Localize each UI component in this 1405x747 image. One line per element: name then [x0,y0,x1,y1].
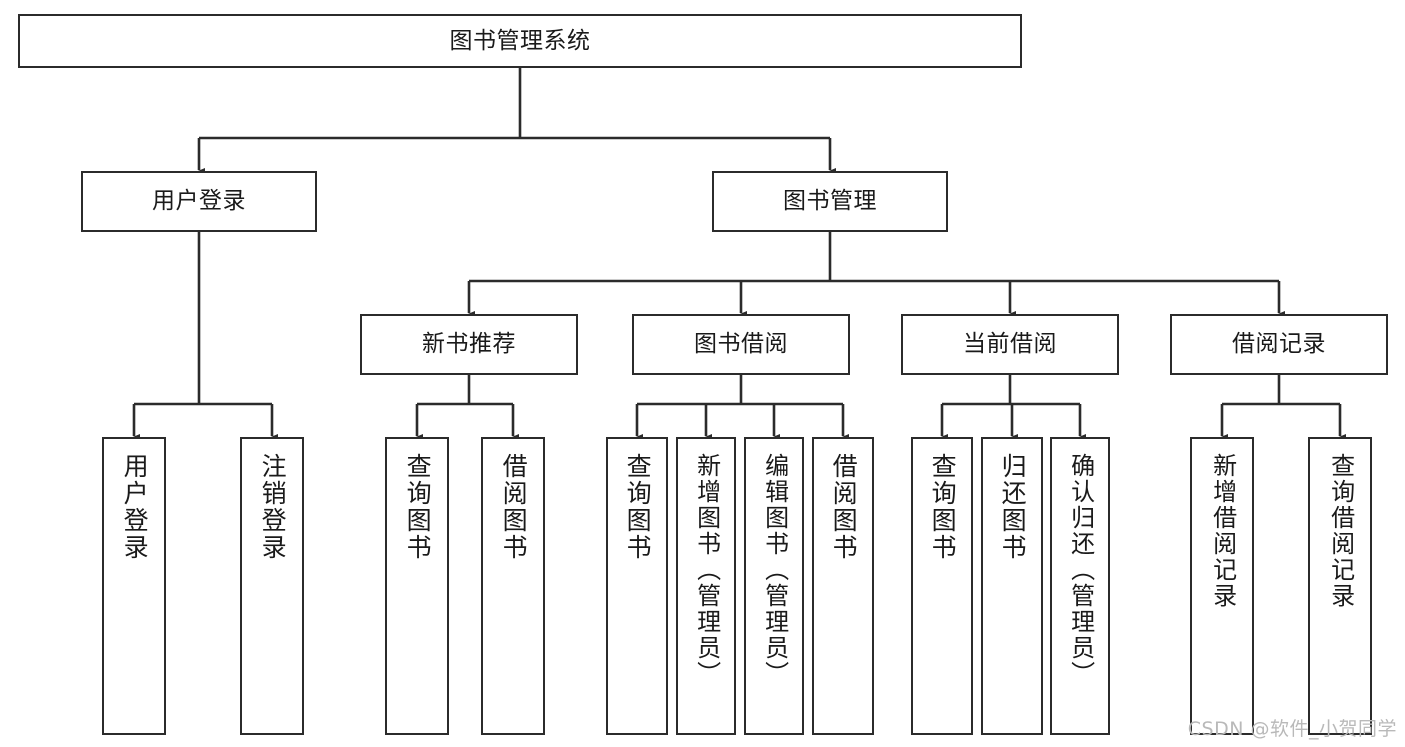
node-label: 借阅记录 [1232,331,1326,358]
node-root[interactable]: 图书管理系统 [18,14,1022,68]
node-leaf8[interactable]: 借阅图书 [812,437,874,735]
node-label: 当前借阅 [963,331,1057,358]
node-leaf10[interactable]: 归还图书 [981,437,1043,735]
node-login[interactable]: 用户登录 [81,171,317,232]
node-leaf11[interactable]: 确认归还（管理员） [1050,437,1110,735]
node-label: 图书借阅 [694,331,788,358]
node-leaf12[interactable]: 新增借阅记录 [1190,437,1254,735]
node-label: 图书管理 [783,188,877,215]
node-label: 归还图书 [998,453,1028,561]
node-current[interactable]: 当前借阅 [901,314,1119,375]
node-borrow[interactable]: 图书借阅 [632,314,850,375]
watermark-label: CSDN @软件_小贺同学 [1187,718,1397,740]
node-leaf1[interactable]: 用户登录 [102,437,166,735]
node-leaf7[interactable]: 编辑图书（管理员） [744,437,804,735]
node-leaf5[interactable]: 查询图书 [606,437,668,735]
node-records[interactable]: 借阅记录 [1170,314,1388,375]
node-leaf2[interactable]: 注销登录 [240,437,304,735]
node-label: 新书推荐 [422,331,516,358]
node-label: 编辑图书（管理员） [760,453,789,687]
node-leaf9[interactable]: 查询图书 [911,437,973,735]
node-leaf13[interactable]: 查询借阅记录 [1308,437,1372,735]
node-label: 新增借阅记录 [1208,453,1237,609]
node-newbook[interactable]: 新书推荐 [360,314,578,375]
node-label: 新增图书（管理员） [692,453,721,687]
node-label: 用户登录 [152,188,246,215]
node-label: 确认归还（管理员） [1066,453,1095,687]
node-leaf6[interactable]: 新增图书（管理员） [676,437,736,735]
node-label: 查询图书 [928,453,958,561]
node-leaf3[interactable]: 查询图书 [385,437,449,735]
node-label: 图书管理系统 [449,27,591,54]
node-label: 注销登录 [258,453,288,561]
node-label: 借阅图书 [499,453,529,561]
node-label: 查询图书 [623,453,653,561]
node-label: 查询图书 [403,453,433,561]
node-label: 用户登录 [120,453,150,561]
node-label: 借阅图书 [829,453,859,561]
node-label: 查询借阅记录 [1326,453,1355,609]
node-leaf4[interactable]: 借阅图书 [481,437,545,735]
node-bookmgmt[interactable]: 图书管理 [712,171,948,232]
